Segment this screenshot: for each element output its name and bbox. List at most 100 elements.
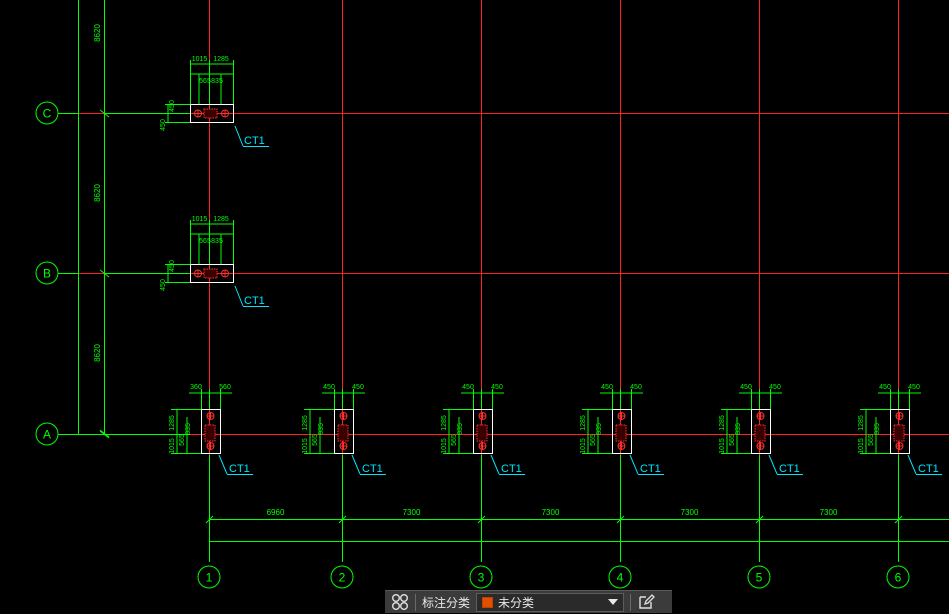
row-axis-label: C	[43, 107, 52, 121]
cap-dim-text: 450	[462, 384, 474, 391]
cap-leader	[490, 454, 500, 475]
cap-dim-text: 565	[312, 434, 319, 446]
cap-dim-text: 565	[590, 434, 597, 446]
cap-dim-text: 1015	[302, 438, 309, 454]
cap-dim-text: 450	[160, 119, 167, 131]
cap-dim-text: 835	[211, 238, 223, 245]
column-section	[203, 108, 218, 119]
cap-label-text: CT1	[918, 463, 939, 475]
column-section	[204, 424, 216, 442]
cap-dim-text: 1285	[719, 415, 726, 431]
pile-cap-outline	[190, 264, 234, 283]
column-section	[476, 424, 488, 442]
dim-tick	[338, 515, 347, 524]
dim-tick	[755, 515, 764, 524]
col-axis-bubble	[469, 565, 493, 589]
col-spacing-label: 7300	[820, 508, 838, 517]
row-spacing-label: 8620	[93, 24, 102, 42]
category-selected-value: 未分类	[498, 595, 535, 610]
dim-tick	[205, 515, 214, 524]
cap-dim-text: 565	[199, 78, 211, 85]
cap-dim-text: 565	[868, 434, 875, 446]
cap-dim-text: 1285	[580, 415, 587, 431]
cap-leader	[351, 454, 361, 475]
col-axis-bubble	[330, 565, 354, 589]
cap-leader	[629, 454, 639, 475]
column-section	[754, 424, 766, 442]
cap-dim-text: 450	[601, 384, 613, 391]
dim-tick	[477, 515, 486, 524]
cap-dim-text: 450	[491, 384, 503, 391]
cap-dim-text: 450	[352, 384, 364, 391]
toolbar-separator	[415, 593, 416, 611]
cap-dim-text: 360	[190, 384, 202, 391]
pile-cap-outline	[612, 409, 632, 454]
col-axis-bubble	[747, 565, 771, 589]
row-axis-label: A	[43, 428, 51, 442]
grid-lines	[60, 0, 949, 562]
dim-tick	[894, 515, 903, 524]
col-axis-label: 2	[339, 571, 346, 585]
cap-label-text: CT1	[779, 463, 800, 475]
toolbar-separator	[630, 593, 632, 611]
cap-dim-text: 450	[740, 384, 752, 391]
cap-dim-text: 565	[179, 434, 186, 446]
cap-dim-text: 450	[169, 100, 176, 112]
dim-tick	[616, 515, 625, 524]
cap-dim-text: 1285	[213, 56, 229, 63]
col-axis-bubble	[197, 565, 221, 589]
cap-dim-text: 1015	[858, 438, 865, 454]
cap-dim-text: 565	[451, 434, 458, 446]
cap-leader	[234, 285, 244, 307]
cap-dim-text: 450	[160, 279, 167, 291]
col-spacing-label: 7300	[681, 508, 699, 517]
col-axis-label: 6	[895, 571, 902, 585]
pile-cap-outline	[473, 409, 493, 454]
cap-dim-text: 1015	[719, 438, 726, 454]
cap-leader	[907, 454, 917, 475]
cap-dim-text: 1285	[858, 415, 865, 431]
cap-dim-text: 835	[596, 423, 603, 435]
pile-cap-outline	[190, 104, 234, 123]
col-spacing-label: 7300	[403, 508, 421, 517]
col-axis-label: 5	[756, 571, 763, 585]
cap-dim-text: 450	[908, 384, 920, 391]
pile-cap-outline	[890, 409, 910, 454]
cap-dim-text: 1015	[441, 438, 448, 454]
annotation-toolbar: 标注分类 未分类	[385, 590, 672, 613]
cap-dim-text: 450	[769, 384, 781, 391]
cap-dim-text: 835	[735, 423, 742, 435]
row-axis-label: B	[43, 267, 51, 281]
cap-label-text: CT1	[501, 463, 522, 475]
cap-dim-text: 1285	[169, 415, 176, 431]
column-section	[615, 424, 627, 442]
edit-icon[interactable]	[631, 591, 661, 614]
col-axis-label: 4	[617, 571, 624, 585]
cap-dim-text: 450	[630, 384, 642, 391]
col-spacing-label: 7300	[542, 508, 560, 517]
annotation-category-select[interactable]: 未分类	[476, 592, 625, 612]
cap-dim-text: 835	[874, 423, 881, 435]
cap-dim-text: 450	[323, 384, 335, 391]
cap-label-text: CT1	[229, 463, 250, 475]
cap-dim-text: 450	[169, 260, 176, 272]
grid-settings-icon[interactable]	[385, 591, 415, 614]
cap-dim-text: 1015	[192, 216, 208, 223]
cap-dim-text: 1285	[441, 415, 448, 431]
col-axis-label: 3	[478, 571, 485, 585]
col-axis-bubble	[886, 565, 910, 589]
cap-leader	[234, 125, 244, 147]
dim-tick	[99, 429, 110, 438]
pile-cap-outline	[751, 409, 771, 454]
row-spacing-label: 8620	[93, 344, 102, 362]
cap-dim-text: 835	[185, 423, 192, 435]
annotation-category-label: 标注分类	[422, 595, 471, 610]
